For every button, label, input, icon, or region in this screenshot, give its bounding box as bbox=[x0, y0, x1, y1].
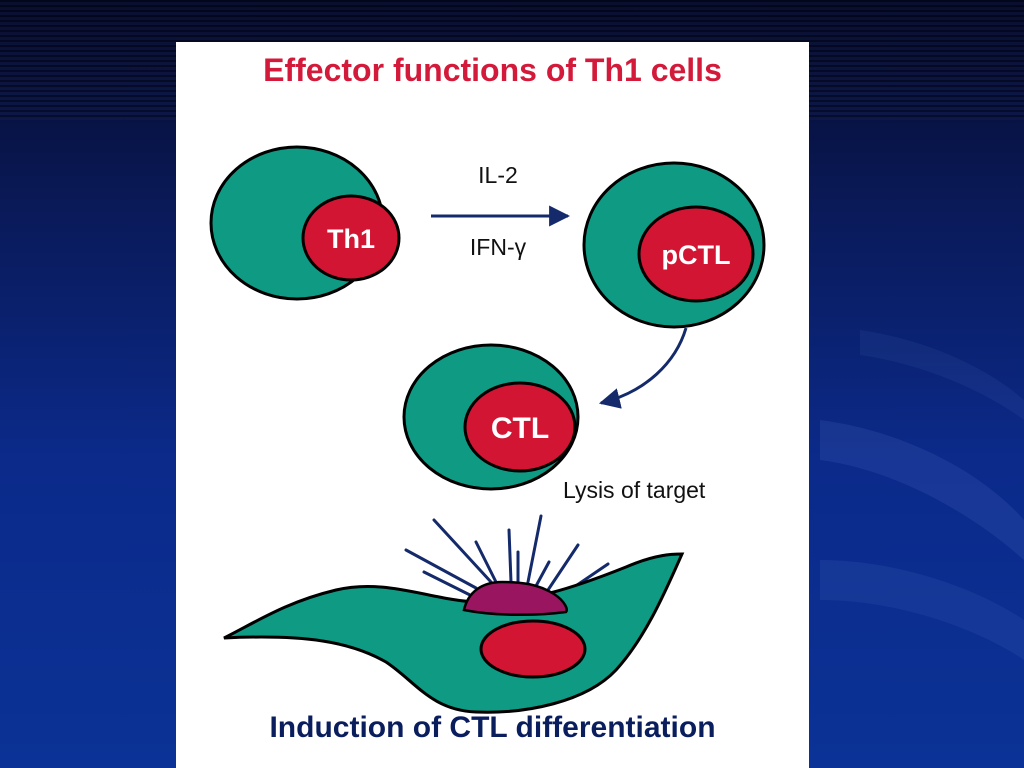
slide-caption: Induction of CTL differentiation bbox=[269, 711, 716, 744]
ctl-cell: CTL bbox=[402, 343, 580, 491]
slide-title: Effector functions of Th1 cells bbox=[263, 52, 722, 88]
target-cell bbox=[223, 552, 685, 714]
th1-nucleus bbox=[301, 194, 401, 282]
burst-line bbox=[404, 548, 478, 590]
ctl-label: CTL bbox=[491, 412, 549, 445]
pctl-cell: pCTL bbox=[582, 161, 766, 329]
lysis-label: Lysis of target bbox=[563, 477, 706, 503]
target-granule bbox=[462, 580, 568, 617]
differentiation-arrow bbox=[598, 327, 688, 409]
burst-line bbox=[432, 518, 493, 584]
burst-line bbox=[474, 540, 498, 584]
target-cell-body bbox=[223, 552, 685, 714]
burst-line bbox=[526, 514, 543, 584]
cytokine-ifn-label: IFN-γ bbox=[470, 234, 527, 260]
pctl-nucleus bbox=[637, 205, 755, 303]
burst-line bbox=[534, 560, 551, 588]
ctl-nucleus bbox=[463, 381, 577, 473]
lysis-burst-lines bbox=[404, 514, 610, 600]
burst-line bbox=[546, 543, 580, 592]
th1-cell: Th1 bbox=[209, 145, 401, 301]
diagram: Th1 IL-2 IFN-γ pCTL CTL Lysis of target bbox=[209, 145, 766, 714]
burst-line bbox=[507, 528, 513, 584]
th1-label: Th1 bbox=[327, 224, 375, 254]
burst-line bbox=[422, 570, 478, 600]
target-nucleus bbox=[479, 619, 587, 679]
pctl-label: pCTL bbox=[662, 240, 731, 270]
slide-panel: Effector functions of Th1 cells Th1 IL-2… bbox=[176, 42, 809, 768]
cytokine-il2-label: IL-2 bbox=[478, 162, 518, 188]
